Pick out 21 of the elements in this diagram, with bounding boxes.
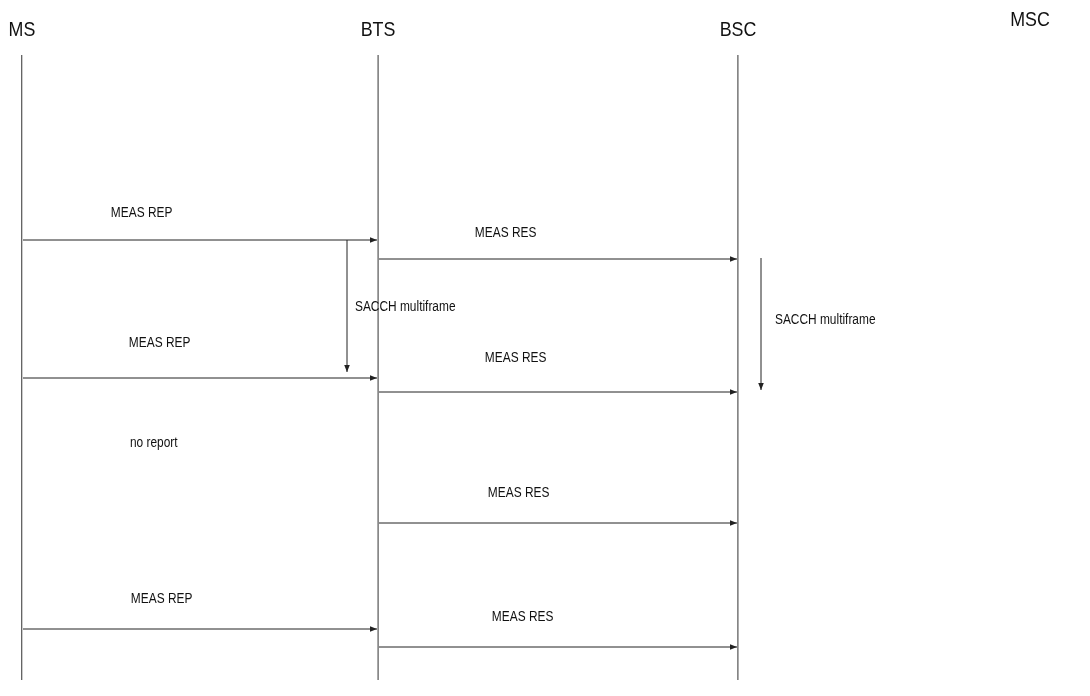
note-text: no report — [130, 434, 178, 450]
edge-label: MEAS RES — [484, 349, 548, 365]
message-arrow — [22, 626, 378, 632]
duration-label: SACCH multiframe — [775, 311, 876, 327]
message-arrow — [378, 644, 738, 650]
entity-label: MSC — [1010, 6, 1050, 32]
message-arrow — [378, 256, 738, 262]
message-arrow — [378, 520, 738, 526]
message-arrow — [22, 237, 378, 243]
message-arrow — [22, 375, 378, 381]
entity-label: MS — [8, 16, 36, 42]
message-arrow — [378, 389, 738, 395]
edge-label: MEAS RES — [487, 484, 551, 500]
edge-label: MEAS REP — [128, 334, 192, 350]
entity-label: BTS — [360, 16, 396, 42]
duration-label: SACCH multiframe — [355, 298, 456, 314]
edge-label: MEAS REP — [110, 204, 174, 220]
edge-label: MEAS RES — [491, 608, 555, 624]
edge-label: MEAS REP — [130, 590, 194, 606]
entity-label: BSC — [719, 16, 757, 42]
edge-label: MEAS RES — [474, 224, 538, 240]
